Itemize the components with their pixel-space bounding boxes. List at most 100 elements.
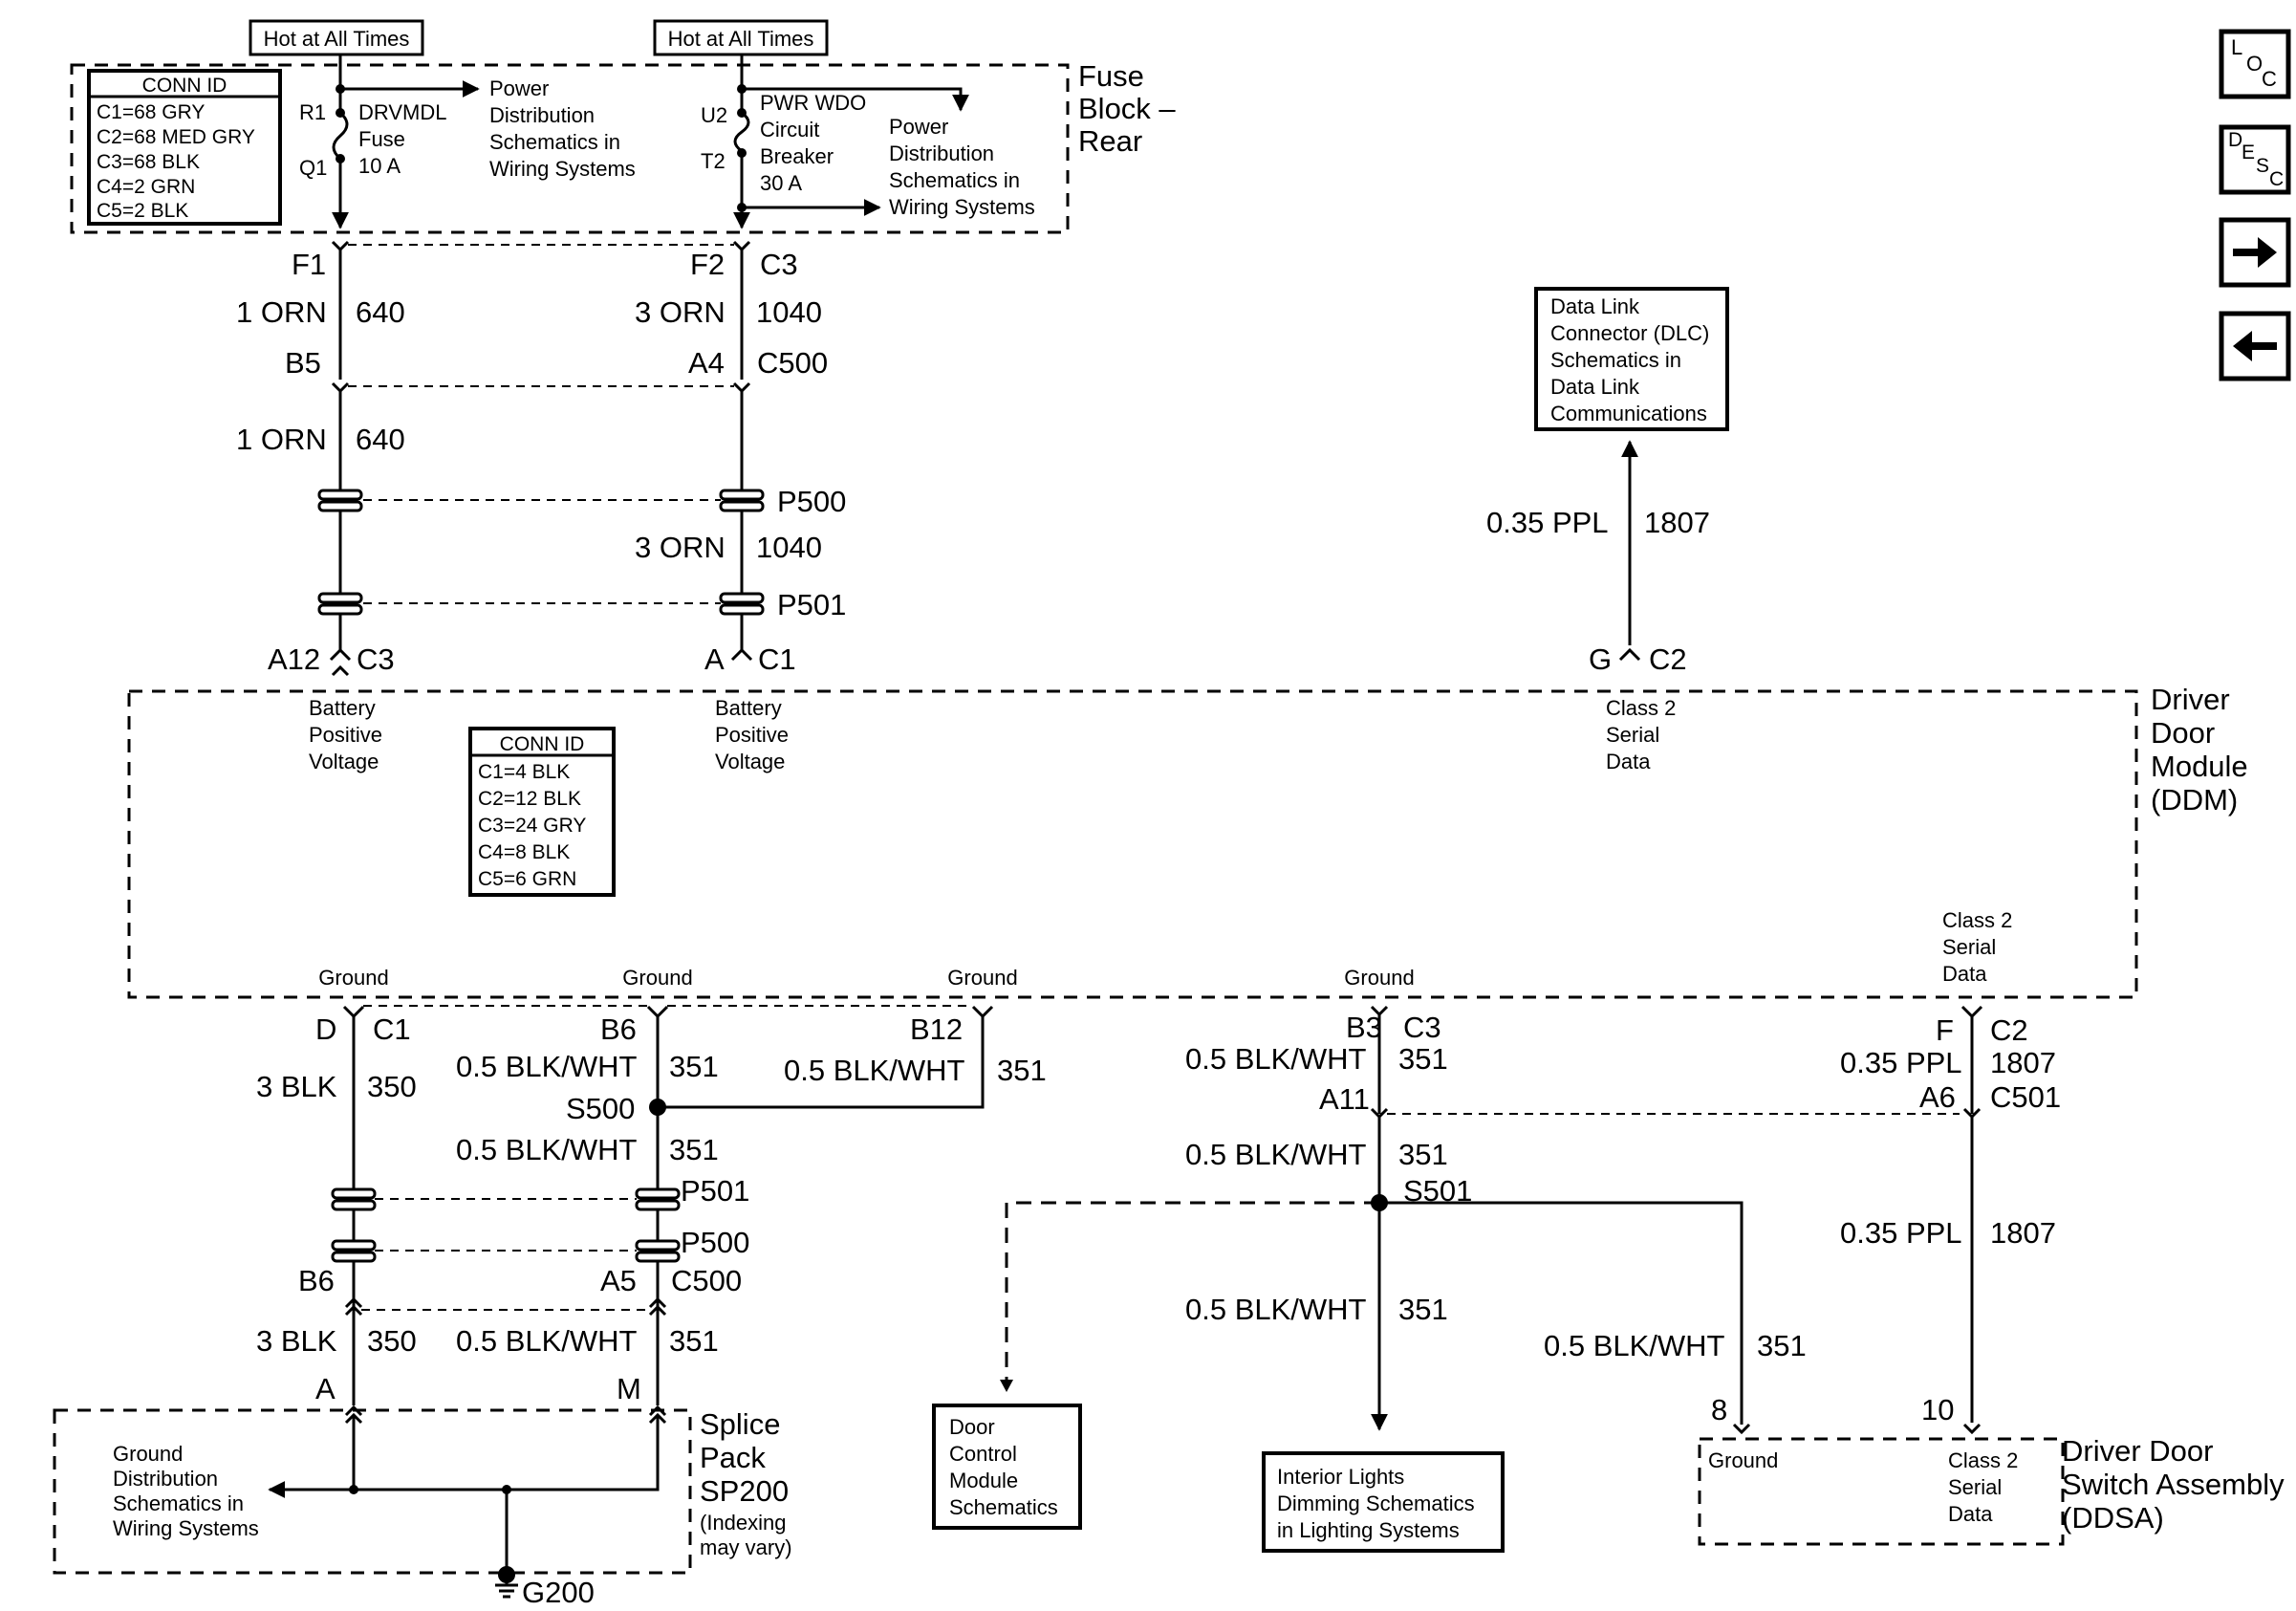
ground-g200: G200 bbox=[522, 1576, 595, 1609]
circuit-1807-2: 1807 bbox=[1990, 1046, 2056, 1079]
arrow-right-icon bbox=[2233, 237, 2277, 268]
svg-text:S: S bbox=[2256, 155, 2269, 177]
fuse-pin-q1: Q1 bbox=[299, 156, 327, 180]
conn-c500-lower: C500 bbox=[671, 1264, 742, 1297]
ddm-outline bbox=[127, 689, 2138, 999]
svg-text:C1=4 BLK: C1=4 BLK bbox=[478, 761, 570, 783]
connector-p500-col1 bbox=[317, 489, 363, 512]
forward-arrow-button[interactable] bbox=[2219, 217, 2291, 288]
circuit-640-2: 640 bbox=[356, 423, 405, 456]
svg-text:O: O bbox=[2246, 52, 2263, 76]
circuit-351-6: 351 bbox=[1398, 1138, 1448, 1171]
svg-text:C: C bbox=[2262, 67, 2277, 91]
svg-text:C3=68 BLK: C3=68 BLK bbox=[97, 151, 200, 173]
conn-c3-lower: C3 bbox=[1403, 1011, 1441, 1044]
pin-a4: A4 bbox=[688, 346, 725, 380]
wire-color-blkwht-3: 0.5 BLK/WHT bbox=[456, 1133, 638, 1166]
wire-color-blkwht-2: 0.5 BLK/WHT bbox=[784, 1054, 965, 1087]
desc-button[interactable]: D E S C bbox=[2219, 124, 2291, 195]
ddm-ground-1: Ground bbox=[318, 966, 388, 990]
loc-button[interactable]: L O C bbox=[2219, 29, 2291, 99]
arrow-left-icon bbox=[2233, 331, 2277, 361]
pin-a: A bbox=[704, 642, 725, 676]
hot-label-1: Hot at All Times bbox=[249, 19, 424, 56]
wire-color-blkwht-7: 0.5 BLK/WHT bbox=[1185, 1293, 1367, 1326]
conn-c3: C3 bbox=[760, 248, 798, 281]
fuse-pin-r1: R1 bbox=[299, 100, 326, 124]
wire-color-1orn-2: 1 ORN bbox=[236, 423, 327, 456]
pin-f: F bbox=[1936, 1013, 1954, 1047]
circuit-350-a: 350 bbox=[367, 1070, 417, 1103]
pin-b12: B12 bbox=[910, 1012, 963, 1046]
conn-c2: C2 bbox=[1649, 642, 1687, 676]
svg-text:CONN ID: CONN ID bbox=[500, 733, 585, 755]
pin-a5: A5 bbox=[600, 1264, 637, 1297]
pin-b3: B3 bbox=[1346, 1011, 1382, 1044]
conn-c2-lower: C2 bbox=[1990, 1013, 2028, 1047]
pin-f2: F2 bbox=[690, 248, 725, 281]
circuit-351-7: 351 bbox=[1398, 1293, 1448, 1326]
wire-color-035ppl-3: 0.35 PPL bbox=[1840, 1216, 1962, 1250]
wire-color-blkwht-5: 0.5 BLK/WHT bbox=[1185, 1042, 1367, 1076]
svg-text:CONN ID: CONN ID bbox=[142, 75, 227, 97]
conn-c500: C500 bbox=[757, 346, 828, 380]
conn-id-top: CONN ID C1=68 GRY C2=68 MED GRY C3=68 BL… bbox=[87, 69, 282, 226]
svg-text:C5=2 BLK: C5=2 BLK bbox=[97, 200, 188, 222]
wire-color-blkwht-6: 0.5 BLK/WHT bbox=[1185, 1138, 1367, 1171]
connector-p501-col1 bbox=[317, 592, 363, 616]
hot-label-2: Hot at All Times bbox=[653, 19, 829, 56]
pin-b6: B6 bbox=[600, 1012, 637, 1046]
connector-p500-col2 bbox=[719, 489, 765, 512]
conn-c501: C501 bbox=[1990, 1080, 2061, 1114]
wire-color-3blk: 3 BLK bbox=[256, 1070, 337, 1103]
wire-color-035ppl: 0.35 PPL bbox=[1486, 506, 1609, 539]
wire-color-035ppl-2: 0.35 PPL bbox=[1840, 1046, 1962, 1079]
pin-8: 8 bbox=[1711, 1393, 1727, 1426]
circuit-351-4: 351 bbox=[669, 1324, 719, 1358]
splice-pack-outline bbox=[53, 1408, 692, 1575]
conn-id-ddm: CONN ID C1=4 BLK C2=12 BLK C3=24 GRY C4=… bbox=[468, 727, 616, 897]
splice-s501: S501 bbox=[1403, 1174, 1472, 1208]
conn-p500-lower: P500 bbox=[681, 1226, 749, 1259]
fuse-block-outline bbox=[70, 63, 1070, 234]
conn-p501-lower: P501 bbox=[681, 1174, 749, 1208]
circuit-640: 640 bbox=[356, 295, 405, 329]
pin-f1: F1 bbox=[292, 248, 326, 281]
svg-text:Hot at All Times: Hot at All Times bbox=[668, 27, 814, 51]
ddm-ground-4: Ground bbox=[1344, 966, 1414, 990]
back-arrow-button[interactable] bbox=[2219, 311, 2291, 381]
svg-text:Hot at All Times: Hot at All Times bbox=[264, 27, 410, 51]
circuit-breaker-symbol bbox=[733, 111, 750, 153]
conn-p501-label: P501 bbox=[777, 588, 846, 621]
ddsa-outline bbox=[1698, 1437, 2065, 1546]
ddm-ground-3: Ground bbox=[947, 966, 1017, 990]
svg-text:C5=6 GRN: C5=6 GRN bbox=[478, 868, 576, 890]
pin-a12: A12 bbox=[268, 642, 320, 676]
wire-color-3orn-2: 3 ORN bbox=[635, 531, 726, 564]
circuit-1040-2: 1040 bbox=[756, 531, 822, 564]
circuit-1807-3: 1807 bbox=[1990, 1216, 2056, 1250]
pin-a6: A6 bbox=[1919, 1080, 1956, 1114]
wire-color-blkwht-8: 0.5 BLK/WHT bbox=[1544, 1329, 1725, 1362]
connector-p501-col2 bbox=[719, 592, 765, 616]
splice-s500: S500 bbox=[566, 1092, 635, 1125]
ddsa-ground: Ground bbox=[1708, 1448, 1778, 1472]
wire-color-3orn: 3 ORN bbox=[635, 295, 726, 329]
svg-text:C: C bbox=[2269, 168, 2284, 190]
ddm-ground-2: Ground bbox=[622, 966, 692, 990]
svg-text:C1=68 GRY: C1=68 GRY bbox=[97, 101, 205, 123]
